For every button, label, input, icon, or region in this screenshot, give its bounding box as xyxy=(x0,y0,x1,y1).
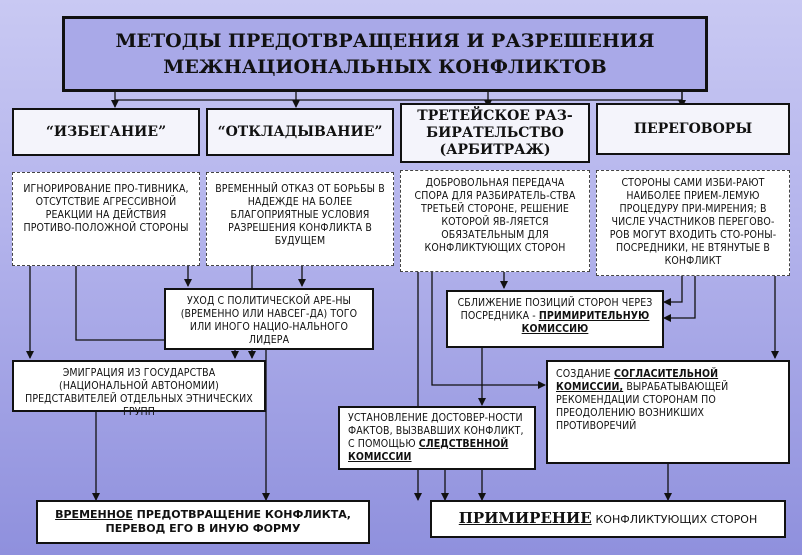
emigration-text: ЭМИГРАЦИЯ ИЗ ГОСУДАРСТВА (НАЦИОНАЛЬНОЙ А… xyxy=(25,367,253,418)
title-line-2: МЕЖНАЦИОНАЛЬНЫХ КОНФЛИКТОВ xyxy=(163,56,607,78)
method-avoidance-text: ИГНОРИРОВАНИЕ ПРО-ТИВНИКА, ОТСУТСТВИЕ АГ… xyxy=(23,183,189,234)
investigation-pre: УСТАНОВЛЕНИЕ ДОСТОВЕР-НОСТИ ФАКТОВ, ВЫЗВ… xyxy=(348,412,524,450)
method-arbitration-text: ДОБРОВОЛЬНАЯ ПЕРЕДАЧА СПОРА ДЛЯ РАЗБИРАТ… xyxy=(414,177,576,254)
result-right-highlight: ПРИМИРЕНИЕ xyxy=(458,509,592,527)
mediator-highlight: ПРИМИРИТЕЛЬНУЮ КОМИССИЮ xyxy=(521,310,650,335)
title-line-1: МЕТОДЫ ПРЕДОТВРАЩЕНИЯ И РАЗРЕШЕНИЯ xyxy=(115,30,655,52)
conciliation-highlight: СОГЛАСИТЕЛЬНОЙ КОМИССИИ, xyxy=(556,368,719,393)
method-postponement-text: ВРЕМЕННЫЙ ОТКАЗ ОТ БОРЬБЫ В НАДЕЖДЕ НА Б… xyxy=(215,183,385,247)
method-postponement-title: “ОТКЛАДЫВАНИЕ” xyxy=(217,123,383,140)
conciliation-post: ВЫРАБАТЫВАЮЩЕЙ РЕКОМЕНДАЦИИ СТОРОНАМ ПО … xyxy=(556,381,729,432)
result-right-text: КОНФЛИКТУЮЩИХ СТОРОН xyxy=(595,513,758,526)
method-arbitration-description: ДОБРОВОЛЬНАЯ ПЕРЕДАЧА СПОРА ДЛЯ РАЗБИРАТ… xyxy=(400,170,590,272)
result-left-highlight: ВРЕМЕННОЕ xyxy=(55,508,133,521)
leader-withdrawal-text: УХОД С ПОЛИТИЧЕСКОЙ АРЕ-НЫ (ВРЕМЕННО ИЛИ… xyxy=(180,295,358,346)
method-avoidance-title: “ИЗБЕГАНИЕ” xyxy=(45,123,167,140)
method-negotiations-description: СТОРОНЫ САМИ ИЗБИ-РАЮТ НАИБОЛЕЕ ПРИЕМ-ЛЕ… xyxy=(596,170,790,276)
investigation-highlight: СЛЕДСТВЕННОЙ КОМИССИИ xyxy=(348,438,509,463)
method-postponement-description: ВРЕМЕННЫЙ ОТКАЗ ОТ БОРЬБЫ В НАДЕЖДЕ НА Б… xyxy=(206,172,394,266)
method-arbitration-title: ТРЕТЕЙСКОЕ РАЗ-БИРАТЕЛЬСТВО (АРБИТРАЖ) xyxy=(417,107,573,158)
method-postponement-header: “ОТКЛАДЫВАНИЕ” xyxy=(206,108,394,156)
diagram-title: МЕТОДЫ ПРЕДОТВРАЩЕНИЯ И РАЗРЕШЕНИЯ МЕЖНА… xyxy=(62,16,708,92)
leader-withdrawal-box: УХОД С ПОЛИТИЧЕСКОЙ АРЕ-НЫ (ВРЕМЕННО ИЛИ… xyxy=(164,288,374,350)
result-left-text: ПРЕДОТВРАЩЕНИЕ КОНФЛИКТА, ПЕРЕВОД ЕГО В … xyxy=(105,508,351,535)
emigration-box: ЭМИГРАЦИЯ ИЗ ГОСУДАРСТВА (НАЦИОНАЛЬНОЙ А… xyxy=(12,360,266,418)
investigation-box: УСТАНОВЛЕНИЕ ДОСТОВЕР-НОСТИ ФАКТОВ, ВЫЗВ… xyxy=(338,406,536,470)
method-negotiations-header: ПЕРЕГОВОРЫ xyxy=(596,103,790,155)
mediator-box: СБЛИЖЕНИЕ ПОЗИЦИЙ СТОРОН ЧЕРЕЗ ПОСРЕДНИК… xyxy=(446,290,664,348)
mediator-text: СБЛИЖЕНИЕ ПОЗИЦИЙ СТОРОН ЧЕРЕЗ ПОСРЕДНИК… xyxy=(457,297,653,322)
result-reconciliation: ПРИМИРЕНИЕ КОНФЛИКТУЮЩИХ СТОРОН xyxy=(430,500,786,538)
conciliation-pre: СОЗДАНИЕ xyxy=(556,368,611,380)
conciliation-box: СОЗДАНИЕ СОГЛАСИТЕЛЬНОЙ КОМИССИИ, ВЫРАБА… xyxy=(546,360,790,464)
method-arbitration-header: ТРЕТЕЙСКОЕ РАЗ-БИРАТЕЛЬСТВО (АРБИТРАЖ) xyxy=(400,103,590,163)
method-negotiations-title: ПЕРЕГОВОРЫ xyxy=(633,120,753,137)
method-negotiations-text: СТОРОНЫ САМИ ИЗБИ-РАЮТ НАИБОЛЕЕ ПРИЕМ-ЛЕ… xyxy=(609,177,777,267)
method-avoidance-header: “ИЗБЕГАНИЕ” xyxy=(12,108,200,156)
result-temporary-prevention: ВРЕМЕННОЕ ПРЕДОТВРАЩЕНИЕ КОНФЛИКТА, ПЕРЕ… xyxy=(36,500,370,544)
method-avoidance-description: ИГНОРИРОВАНИЕ ПРО-ТИВНИКА, ОТСУТСТВИЕ АГ… xyxy=(12,172,200,266)
